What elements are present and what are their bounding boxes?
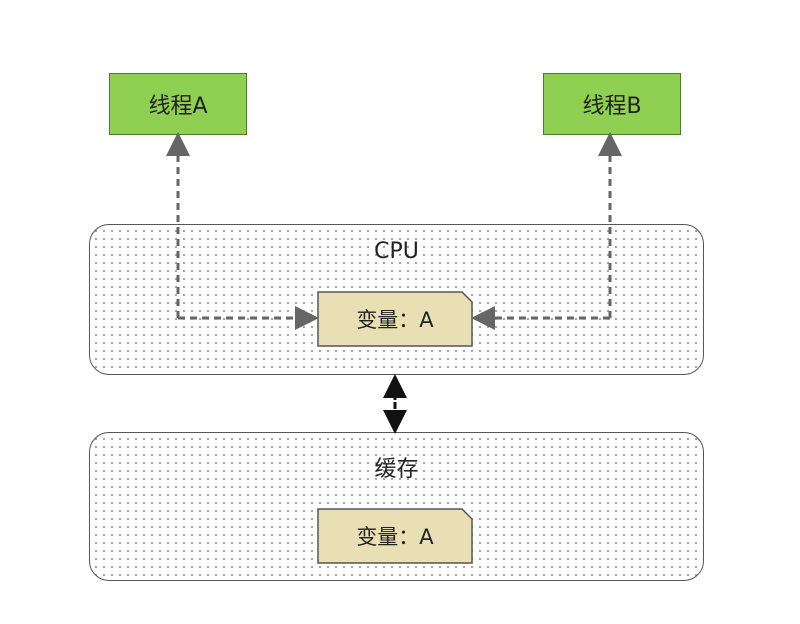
cpu-container: CPU	[89, 224, 704, 375]
cache-variable-note: 变量：A	[317, 508, 473, 564]
thread-b-label: 线程B	[582, 94, 642, 119]
thread-b-box: 线程B	[543, 73, 681, 135]
cpu-variable-label: 变量：A	[356, 308, 434, 332]
cpu-variable-note: 变量：A	[317, 291, 473, 347]
cpu-label: CPU	[374, 239, 419, 264]
thread-a-box: 线程A	[109, 73, 247, 135]
cache-variable-label: 变量：A	[356, 525, 434, 549]
cache-label: 缓存	[374, 457, 419, 482]
thread-a-label: 线程A	[148, 94, 208, 119]
note-shape	[317, 508, 473, 564]
